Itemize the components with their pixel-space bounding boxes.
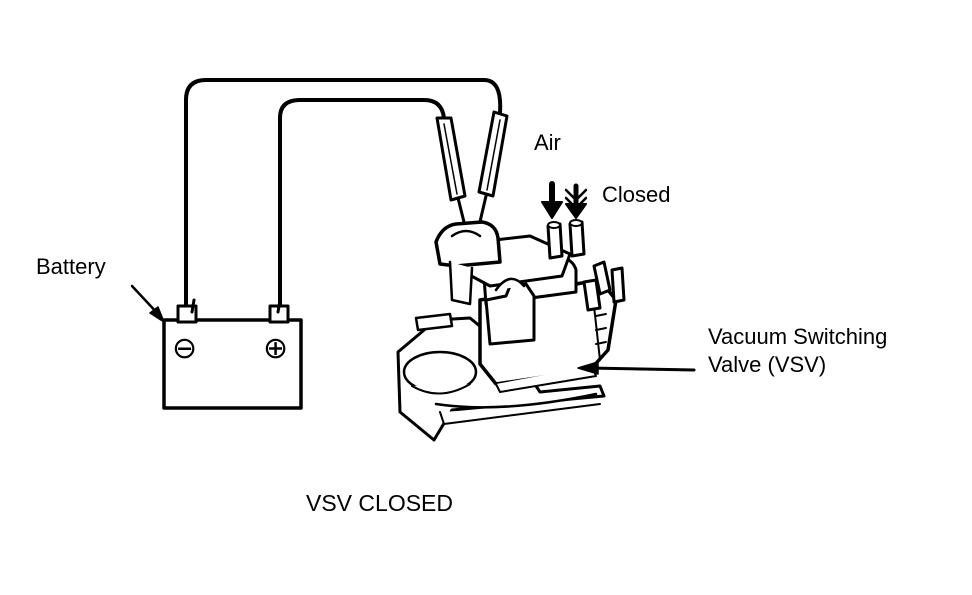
air-flow-arrow — [541, 181, 563, 219]
air-label: Air — [534, 130, 561, 155]
test-probe-right — [477, 110, 509, 228]
closed-blocked-arrow — [564, 183, 588, 219]
vsv-label-line1: Vacuum Switching — [708, 324, 888, 349]
closed-label: Closed — [602, 182, 671, 207]
battery-positive-symbol: ⊕ — [263, 331, 288, 366]
vsv-label-line2: Valve (VSV) — [708, 352, 827, 377]
test-probe-left — [435, 116, 467, 228]
battery-negative-symbol: ⊖ — [172, 331, 197, 366]
vacuum-switching-valve — [396, 219, 626, 442]
battery-pointer-arrow — [130, 284, 165, 323]
vsv-pointer-arrow — [577, 361, 696, 375]
battery-label: Battery — [36, 254, 106, 279]
wire-positive — [278, 98, 446, 312]
diagram-caption: VSV CLOSED — [306, 490, 453, 516]
wire-negative — [184, 78, 503, 312]
battery — [162, 298, 303, 410]
